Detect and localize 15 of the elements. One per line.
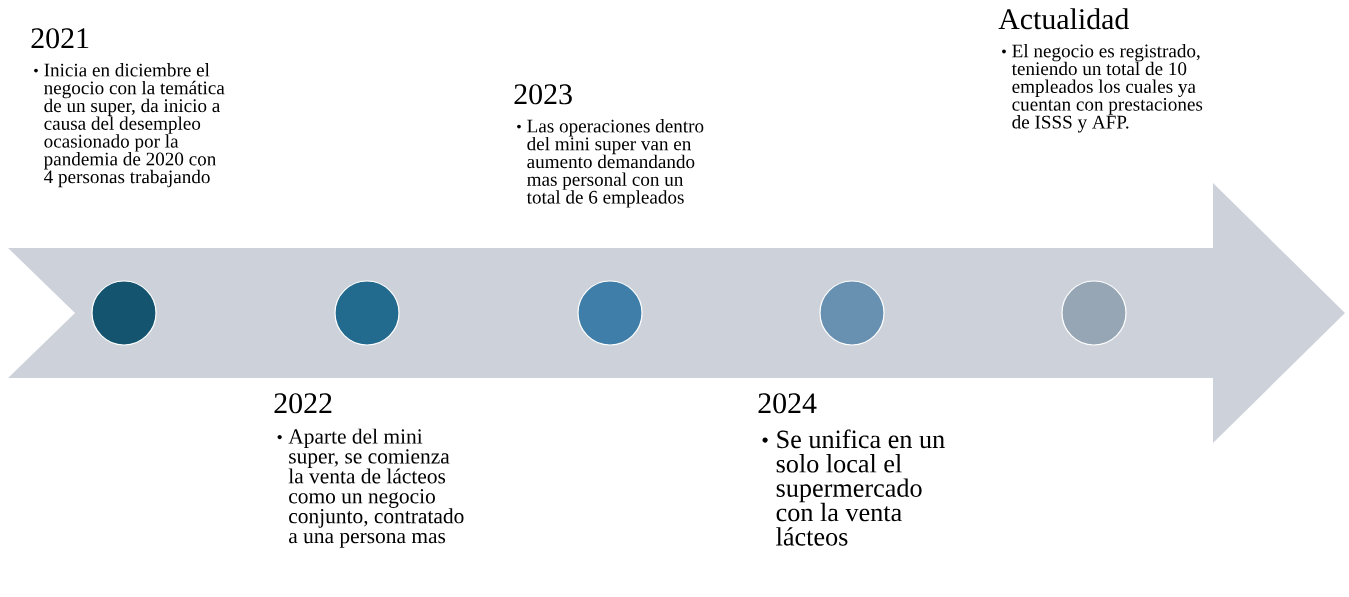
timeline-circle bbox=[1061, 280, 1127, 346]
bullet-text: Las operaciones dentro del mini super van en aumento demandando mas personal con un total de 6 empleados bbox=[526, 119, 704, 208]
year-heading: Actualidad bbox=[998, 8, 1129, 30]
timeline-circle bbox=[577, 280, 643, 346]
year-heading: 2024 bbox=[758, 393, 817, 414]
bullet-text: Se unifica en un solo local el supermercado con la venta lácteos bbox=[776, 429, 945, 546]
timeline-circle bbox=[334, 280, 400, 346]
year-heading: 2022 bbox=[274, 393, 332, 414]
bullet-text: Aparte del mini super, se comienza la venta de lácteos como un negocio conjunto, contratado a una persona mas bbox=[288, 428, 464, 548]
timeline-circle bbox=[819, 280, 885, 346]
year-heading: 2023 bbox=[514, 84, 572, 105]
bullet-text: El negocio es registrado, teniendo un total de 10 empleados los cuales ya cuentan con prestaciones de ISSS y AFP. bbox=[1011, 43, 1203, 133]
bullet-text: Inicia en diciembre el negocio con la temática de un super, da inicio a causa del desempleo ocasionado por la pandemia de 2020 con 4 personas trabajando bbox=[43, 63, 225, 188]
year-heading: 2021 bbox=[31, 28, 89, 49]
timeline-circle bbox=[91, 280, 157, 346]
